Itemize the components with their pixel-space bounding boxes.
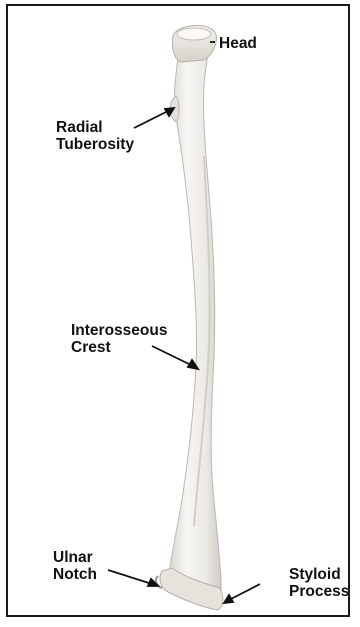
label-styloid-process: Styloid Process [289, 566, 349, 600]
radius-bone-illustration [8, 6, 350, 617]
figure-frame: Head Radial Tuberosity Interosseous Cres… [6, 4, 350, 617]
label-head: Head [219, 35, 257, 52]
label-radial-tuberosity: Radial Tuberosity [56, 119, 134, 153]
label-ulnar-notch: Ulnar Notch [53, 549, 97, 583]
label-interosseous-crest: Interosseous Crest [71, 322, 167, 356]
